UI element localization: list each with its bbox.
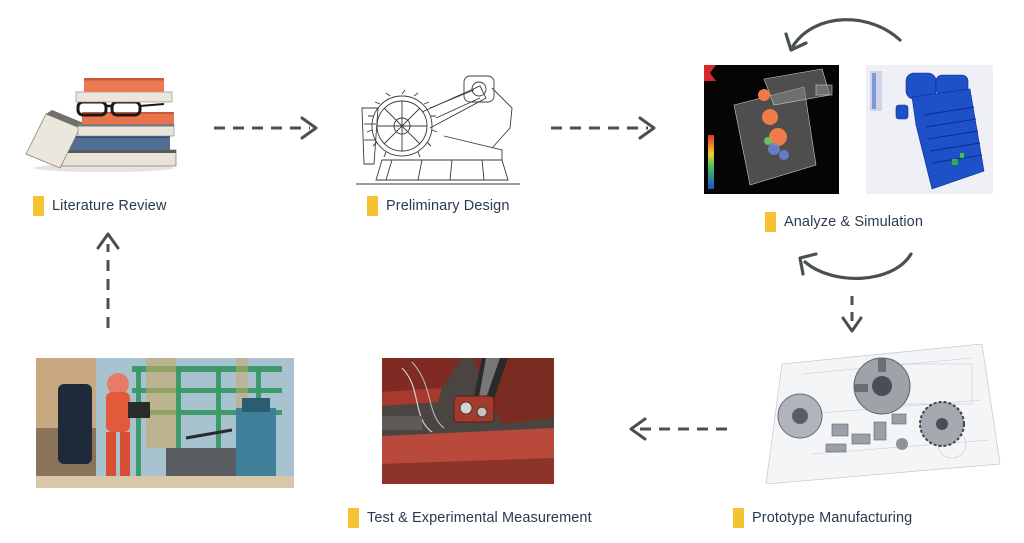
arrow-prototype-to-test: [629, 417, 727, 441]
simulation-render-image: [866, 65, 993, 194]
stage-marker: [33, 196, 44, 216]
mechanical-sketch-image: [352, 68, 524, 190]
arrow-iteration-bottom: [798, 252, 913, 280]
books-with-glasses-image: [22, 74, 182, 174]
arrow-analysis-to-prototype: [841, 296, 863, 333]
stage-label-prototype-manufacturing: Prototype Manufacturing: [733, 506, 912, 530]
stage-label-analyze-simulation: Analyze & Simulation: [765, 210, 923, 234]
stage-label-test-experimental-measurement: Test & Experimental Measurement: [348, 506, 592, 530]
machined-parts-image: [752, 344, 1005, 484]
stage-label-preliminary-design: Preliminary Design: [367, 194, 509, 218]
stage-marker: [348, 508, 359, 528]
stage-label-text: Prototype Manufacturing: [752, 510, 913, 526]
stage-label-text: Preliminary Design: [386, 198, 510, 214]
stage-label-literature-review: Literature Review: [33, 194, 167, 218]
stage-marker: [733, 508, 744, 528]
arrow-field-to-literature: [96, 232, 120, 328]
test-rig-image: [382, 358, 554, 484]
stage-label-text: Analyze & Simulation: [784, 214, 924, 230]
simulation-render-image: [704, 65, 839, 194]
arrow-design-to-analysis: [551, 116, 656, 140]
arrow-iteration-top: [784, 18, 902, 52]
stage-label-text: Literature Review: [52, 198, 167, 214]
stage-marker: [765, 212, 776, 232]
stage-label-text: Test & Experimental Measurement: [367, 510, 592, 526]
stage-marker: [367, 196, 378, 216]
arrow-literature-to-design: [214, 116, 318, 140]
field-worker-image: [36, 358, 294, 488]
